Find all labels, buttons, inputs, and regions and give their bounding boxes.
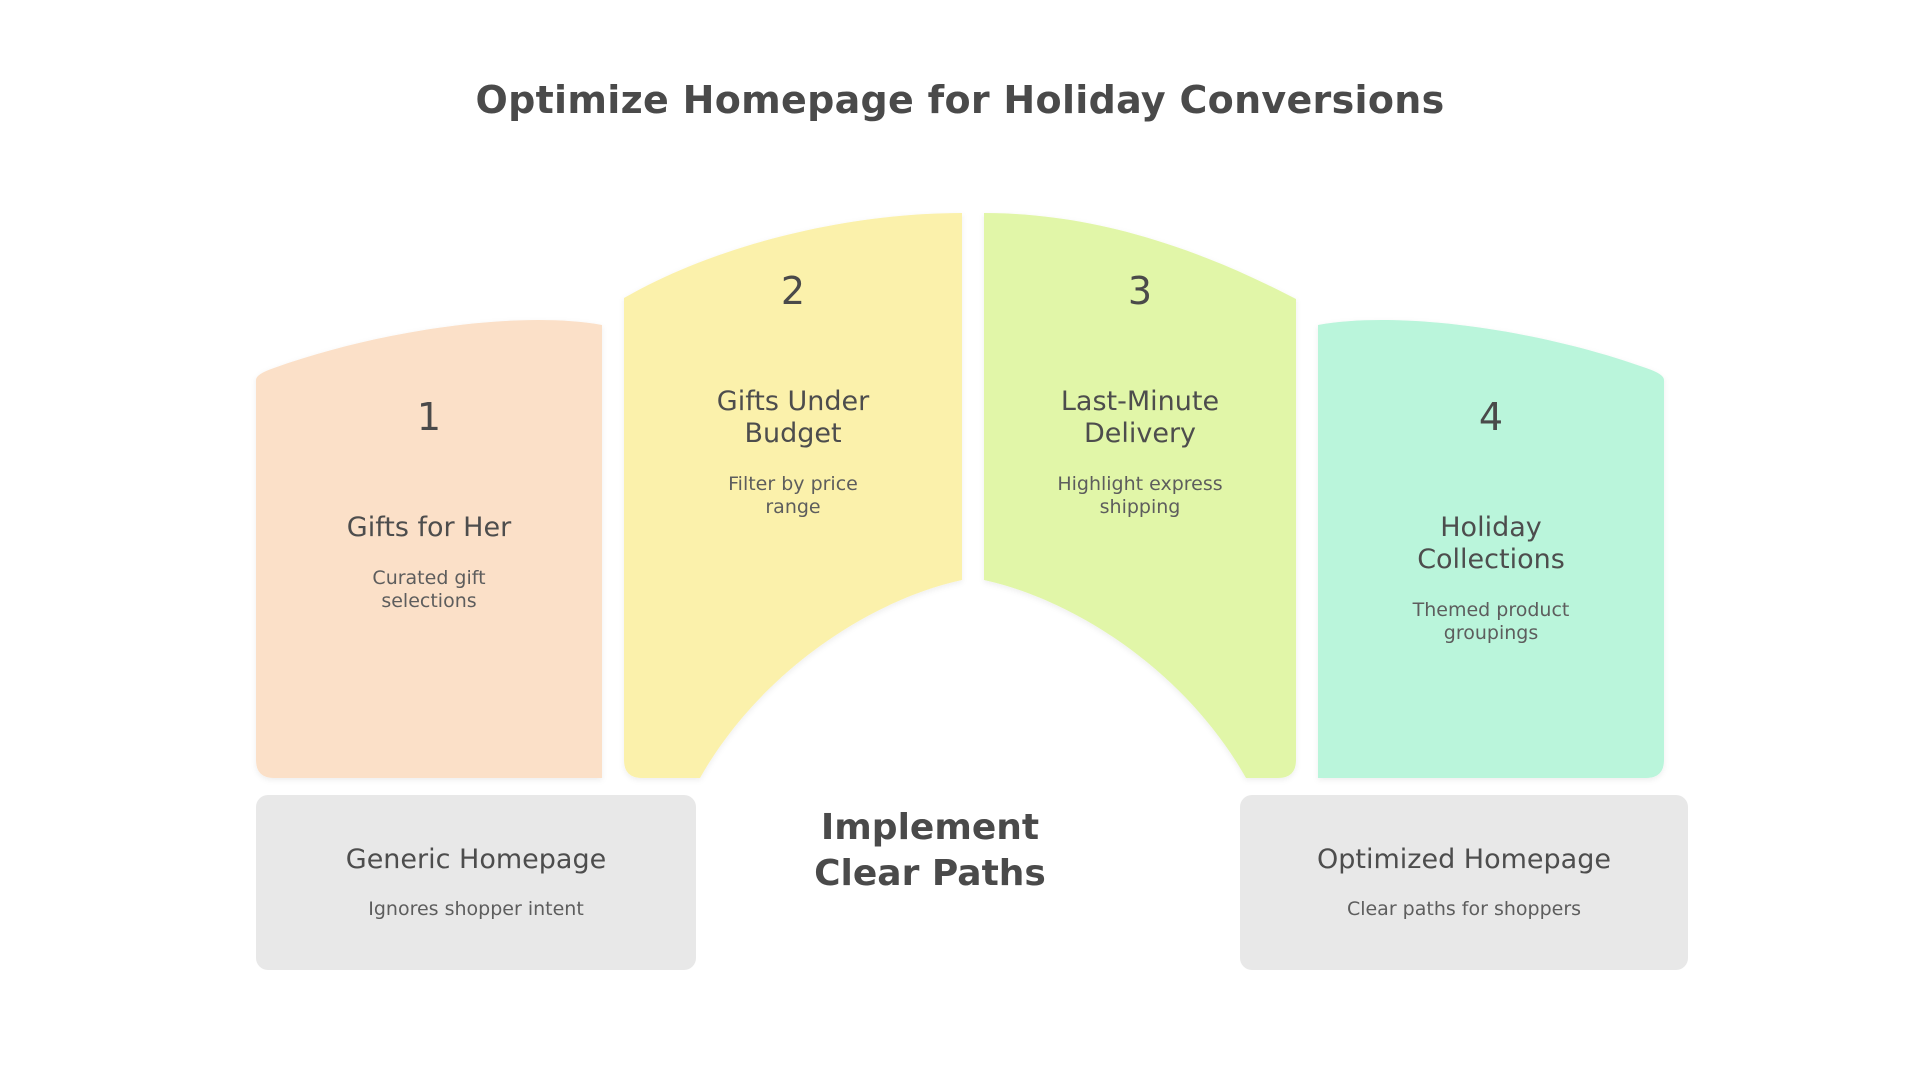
panel-4-shape[interactable]	[1318, 319, 1664, 778]
center-caption: Implement Clear Paths	[814, 807, 1046, 895]
panel-1-shape[interactable]	[256, 319, 602, 778]
footer-box-right-subtitle: Clear paths for shoppers	[1346, 898, 1582, 921]
page-title: Optimize Homepage for Holiday Conversion…	[475, 78, 1445, 122]
panel-3-shape[interactable]	[984, 213, 1296, 778]
footer-box-optimized-homepage[interactable]: Optimized Homepage Clear paths for shopp…	[1240, 795, 1688, 970]
footer-box-generic-homepage[interactable]: Generic Homepage Ignores shopper intent	[256, 795, 696, 970]
panel-2-shape[interactable]	[624, 213, 962, 778]
footer-box-left-subtitle: Ignores shopper intent	[368, 898, 584, 921]
footer-box-left-title: Generic Homepage	[345, 843, 607, 875]
footer-box-right-title: Optimized Homepage	[1317, 843, 1611, 875]
